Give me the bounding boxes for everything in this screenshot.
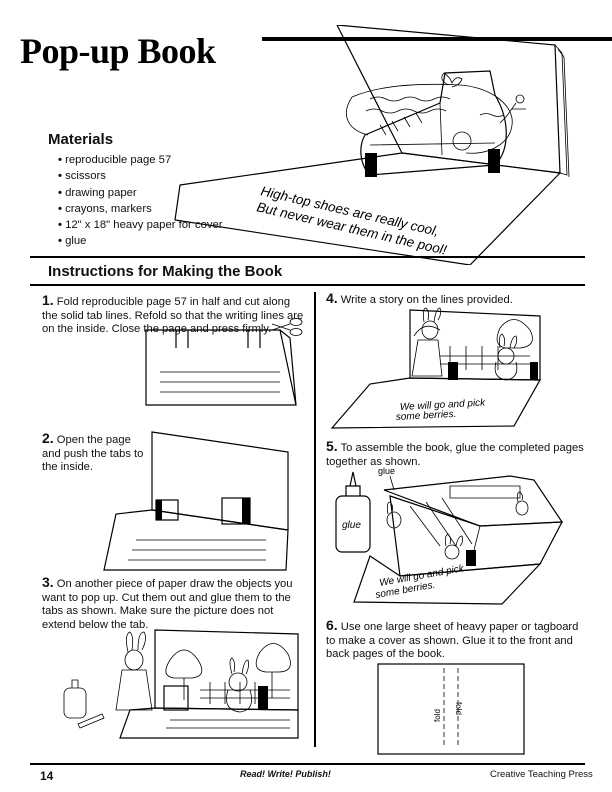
column-divider [314,292,316,747]
step-4-illustration: We will go and pick some berries. [330,307,542,429]
step-number: 3. [42,574,54,590]
step-1: 1. Fold reproducible page 57 in half and… [42,292,304,337]
step-text: Write a story on the lines provided. [340,294,513,306]
glue-bottle-icon: glue [335,471,371,553]
step-text: Use one large sheet of heavy paper or ta… [326,621,579,661]
footer-publisher: Creative Teaching Press [490,769,593,780]
step-3: 3. On another piece of paper draw the ob… [42,574,304,632]
step-number: 4. [326,290,338,306]
page-number: 14 [40,769,54,783]
step-5: 5. To assemble the book, glue the comple… [326,438,596,469]
story-text-line1: We will go and pick [400,397,487,413]
footer-series: Read! Write! Publish! [240,769,331,779]
page-title: Pop-up Book [20,31,216,71]
story-text-line2: some berries. [396,409,457,423]
bunny-drawing [515,491,529,516]
glue-bottle-icon [63,679,87,719]
step-6-illustration: fold fold [377,663,525,755]
materials-item: reproducible page 57 [58,152,223,168]
step-3-illustration [63,629,299,739]
footer-rule [30,763,585,765]
step-number: 5. [326,438,338,454]
fold-label-right: fold [454,702,463,715]
bunny-drawing [494,333,518,381]
materials-heading: Materials [48,131,114,148]
step-number: 1. [42,292,54,308]
step-text: Open the page and push the tabs to the i… [42,434,144,474]
materials-item: drawing paper [58,185,223,201]
step-text: Fold reproducible page 57 in half and cu… [42,296,304,336]
step-1-illustration [145,318,303,406]
glue-bottle-label: glue [342,520,361,531]
materials-item: scissors [58,168,223,184]
bunny-drawing [411,307,443,377]
fold-label-left: fold [433,709,442,722]
bunny-drawing [386,501,402,529]
step-2-illustration [103,431,289,571]
scissors-icon [271,318,303,336]
step-4: 4. Write a story on the lines provided. [326,290,596,308]
step-text: To assemble the book, glue the completed… [326,442,584,468]
materials-item: 12" x 18" heavy paper for cover [58,217,222,233]
step-number: 2. [42,430,54,446]
hero-popup-illustration: High-top shoes are really cool, But neve… [174,25,570,265]
bunny-drawing [226,657,253,713]
instructions-rule [30,284,585,286]
step-5-illustration: glue glue We will go and pick some berri… [335,466,564,605]
glue-callout: glue [378,466,395,476]
section-divider [30,256,585,258]
step-number: 6. [326,617,338,633]
step-6: 6. Use one large sheet of heavy paper or… [326,617,588,662]
instructions-heading: Instructions for Making the Book [48,263,283,280]
step-text: On another piece of paper draw the objec… [42,578,293,631]
title-rule [262,37,612,41]
materials-item: crayons, markers [58,201,223,217]
bunny-drawing [115,631,153,711]
step-2: 2. Open the page and push the tabs to th… [42,430,144,475]
bunny-drawing [444,533,464,560]
materials-item: glue [58,233,223,249]
materials-list: reproducible page 57 scissors drawing pa… [58,152,223,250]
